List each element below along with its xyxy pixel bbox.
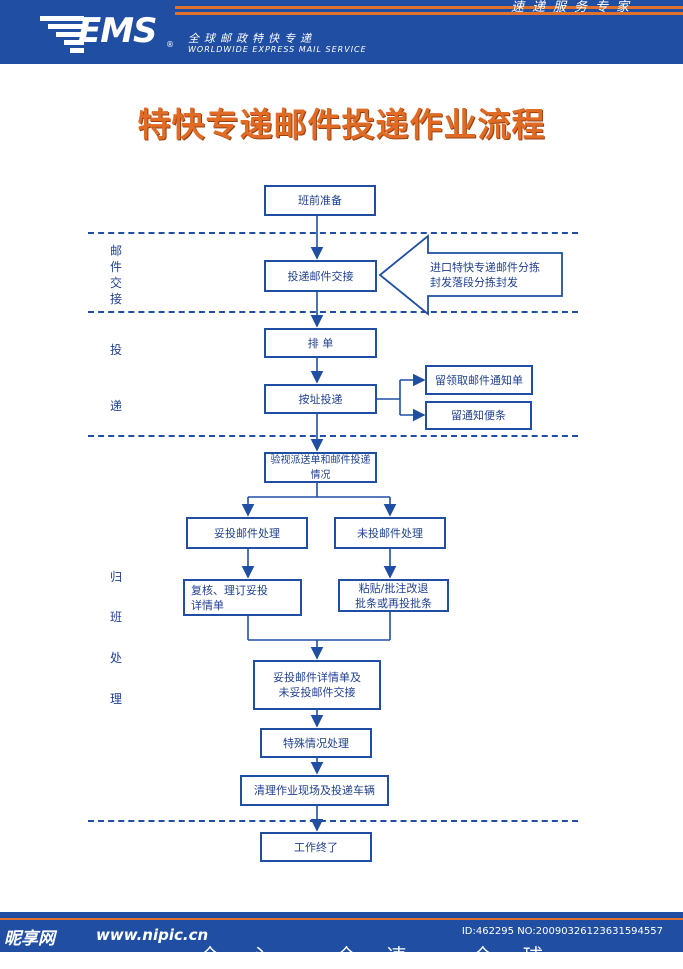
step-delivered: 妥投邮件处理: [186, 517, 308, 549]
logo-chinese-name: 全球邮政特快专递: [188, 32, 316, 45]
step-deliver: 按址投递: [264, 384, 377, 414]
footer-stripe: [0, 918, 683, 920]
import-arrow-shape: [378, 234, 563, 316]
image-id: ID:462295 NO:20090326123631594557: [461, 926, 663, 937]
review-line-1: 复核、理订妥投: [191, 583, 268, 597]
import-sort-box: 进口特快专递邮件分拣封发落段分拣封发: [428, 255, 560, 294]
step-paste: 粘贴/批注改退批条或再投批条: [338, 579, 449, 612]
paste-line-2: 批条或再投批条: [355, 596, 432, 610]
step-verify: 验视派送单和邮件投递情况: [264, 452, 377, 483]
ems-logo-text: EMS: [78, 11, 158, 51]
step-notice: 留领取邮件通知单: [425, 365, 533, 395]
header-bar: 速递服务专家 EMS ® 全球邮政特快专递 WORLDWIDE EXPRESS …: [0, 0, 683, 64]
phase-divider: [88, 232, 578, 234]
logo-english-name: WORLDWIDE EXPRESS MAIL SERVICE: [188, 45, 367, 54]
step-special: 特殊情况处理: [260, 728, 372, 758]
step-cleanup: 清理作业现场及投递车辆: [240, 775, 389, 806]
step-undelivered: 未投邮件处理: [334, 517, 446, 549]
header-stripe: [175, 6, 683, 9]
phase-divider: [88, 435, 578, 437]
phase-divider: [88, 311, 578, 313]
phase-label-exchange: 交: [109, 276, 122, 290]
step-end: 工作终了: [260, 832, 372, 862]
step-handover: 投递邮件交接: [264, 260, 377, 292]
phase-label-exchange: 邮: [109, 244, 122, 258]
page-title: 特快专递邮件投递作业流程: [137, 105, 546, 144]
phase-label-return: 归: [109, 570, 122, 584]
phase-label-delivery: 递: [109, 399, 122, 413]
header-slogan: 速递服务专家: [510, 0, 637, 15]
step-prep: 班前准备: [264, 185, 376, 216]
phase-label-exchange: 件: [109, 260, 122, 274]
phase-label-return: 班: [109, 610, 122, 624]
registered-mark: ®: [166, 40, 174, 49]
paste-line-1: 粘贴/批注改退: [358, 581, 429, 595]
step-sort: 排 单: [264, 328, 377, 358]
summary-line-1: 妥投邮件详情单及: [273, 671, 361, 684]
phase-label-return: 理: [109, 692, 122, 706]
step-summary: 妥投邮件详情单及未妥投邮件交接: [253, 660, 381, 710]
step-review: 复核、理订妥投详情单: [183, 579, 302, 616]
review-line-2: 详情单: [191, 598, 224, 612]
phase-label-exchange: 接: [109, 292, 122, 306]
summary-line-2: 未妥投邮件交接: [278, 686, 356, 699]
phase-label-delivery: 投: [109, 343, 122, 357]
phase-label-return: 处: [109, 651, 122, 665]
ems-wing-icon: [40, 16, 84, 53]
import-line-2: 封发落段分拣封发: [430, 275, 518, 289]
watermark-logo: 昵享网: [4, 929, 55, 949]
watermark-url: www.nipic.cn: [96, 926, 209, 944]
phase-divider: [88, 820, 578, 822]
footer-bar: 昵享网 www.nipic.cn ID:462295 NO:2009032612…: [0, 912, 683, 968]
import-line-1: 进口特快专递邮件分拣: [430, 260, 540, 274]
header-stripe: [175, 12, 683, 15]
footer-motto: 全心 全速 全球: [200, 944, 573, 968]
step-memo: 留通知便条: [425, 401, 532, 430]
